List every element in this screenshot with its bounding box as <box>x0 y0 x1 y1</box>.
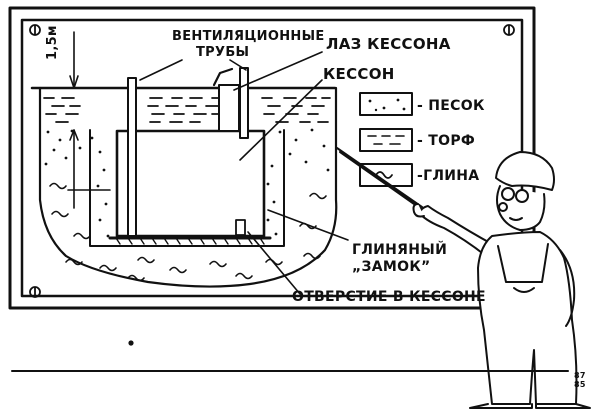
soil-profile-outline <box>38 86 338 288</box>
label-clay-lock: ГЛИНЯНЫЙ <box>352 242 448 258</box>
worker-arm <box>419 205 493 257</box>
ventilation-pipe <box>127 77 137 237</box>
label-manhole: ЛАЗ КЕССОНА <box>326 35 451 53</box>
legend-peat-swatch <box>359 128 413 152</box>
clay-layer <box>49 182 327 282</box>
worker-helmet <box>495 151 555 191</box>
excavation-pit <box>89 129 285 247</box>
label-opening: ОТВЕРСТИЕ В КЕССОНЕ <box>292 289 486 305</box>
legend-sand-label: - ПЕСОК <box>417 98 485 114</box>
caisson-base-hatching <box>115 237 265 245</box>
manhole-lid <box>212 67 234 87</box>
legend-peat-label: - ТОРФ <box>417 133 476 149</box>
legend-clay-swatch <box>359 163 413 187</box>
peat-layer <box>43 97 331 123</box>
caisson-opening <box>235 219 246 236</box>
label-clay-lock-2: „ЗАМОК” <box>352 259 431 275</box>
board-outer-frame <box>8 6 536 310</box>
artist-signature: 87 85 <box>574 371 586 389</box>
legend-clay-label: -ГЛИНА <box>417 168 480 184</box>
leader-lines <box>139 51 349 295</box>
sand-layer <box>44 128 330 238</box>
label-ventilation-pipes: ВЕНТИЛЯЦИОННЫЕ <box>172 29 325 44</box>
depth-dimension <box>67 31 111 209</box>
worker-figure <box>412 151 591 409</box>
dot-mark <box>128 340 134 346</box>
caisson-manhole <box>218 84 240 132</box>
worker-overalls <box>477 231 578 405</box>
label-ventilation-pipes-2: ТРУБЫ <box>196 45 250 60</box>
label-depth: 1,5м <box>45 25 60 60</box>
legend-sand-swatch <box>359 92 413 116</box>
worker-boots <box>469 403 591 409</box>
caisson-box <box>115 129 266 238</box>
pointer-stick <box>336 147 425 212</box>
ventilation-pipe <box>239 67 249 139</box>
label-caisson: КЕССОН <box>323 65 395 83</box>
